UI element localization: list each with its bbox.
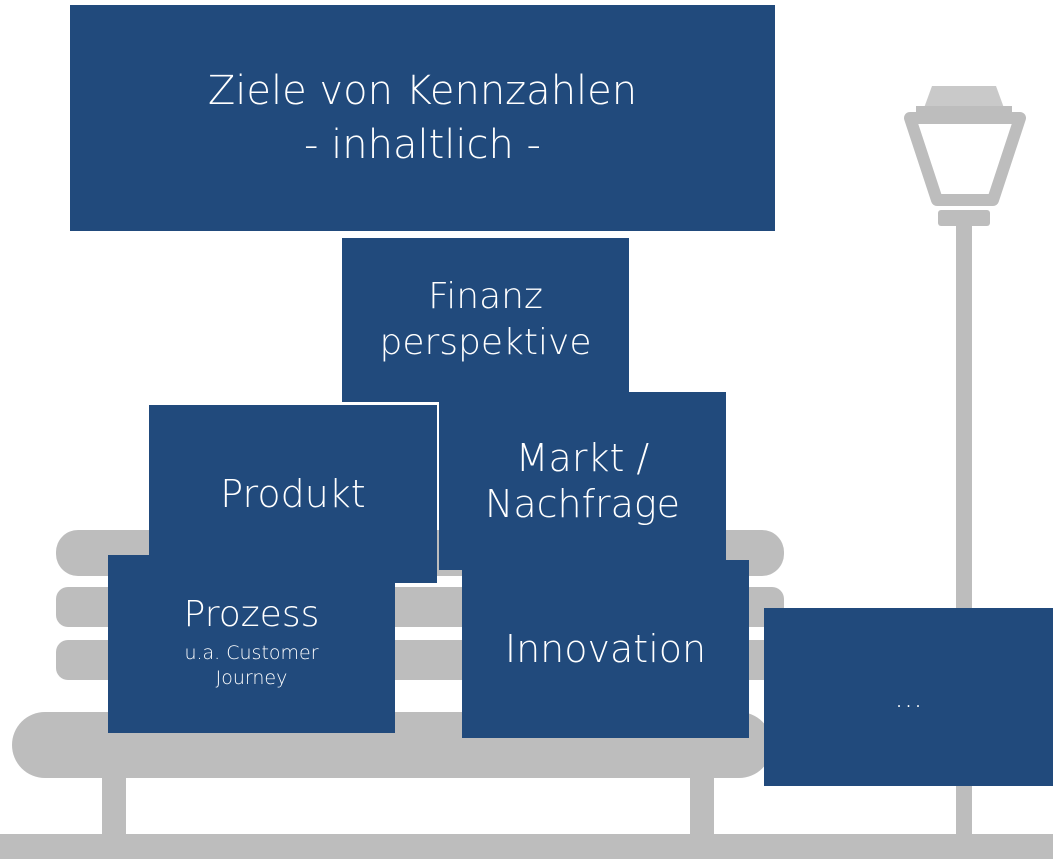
markt-box: Markt / Nachfrage (439, 392, 726, 570)
prozess-sub-line-2: Journey (215, 667, 288, 689)
more-box: ... (764, 608, 1053, 786)
finanz-box: Finanz perspektive (342, 238, 629, 402)
ground-line (0, 834, 1053, 859)
produkt-box: Produkt (149, 405, 437, 583)
innovation-label: Innovation (504, 627, 707, 671)
produkt-label: Produkt (220, 472, 366, 516)
markt-line-2: Nachfrage (484, 482, 681, 526)
prozess-sub-line-1: u.a. Customer (184, 642, 319, 664)
title-box: Ziele von Kennzahlen - inhaltlich - (70, 5, 775, 231)
prozess-label: Prozess (183, 594, 320, 635)
innovation-box: Innovation (462, 560, 749, 738)
prozess-box: Prozess u.a. Customer Journey (108, 555, 395, 733)
finanz-line-1: Finanz (428, 276, 543, 317)
finanz-line-2: perspektive (379, 322, 592, 363)
title-line-2: - inhaltlich - (304, 122, 541, 168)
prozess-subtitle: u.a. Customer Journey (184, 641, 318, 691)
title-line-1: Ziele von Kennzahlen (207, 68, 638, 114)
markt-line-1: Markt / (515, 436, 650, 480)
more-label: ... (894, 679, 923, 715)
